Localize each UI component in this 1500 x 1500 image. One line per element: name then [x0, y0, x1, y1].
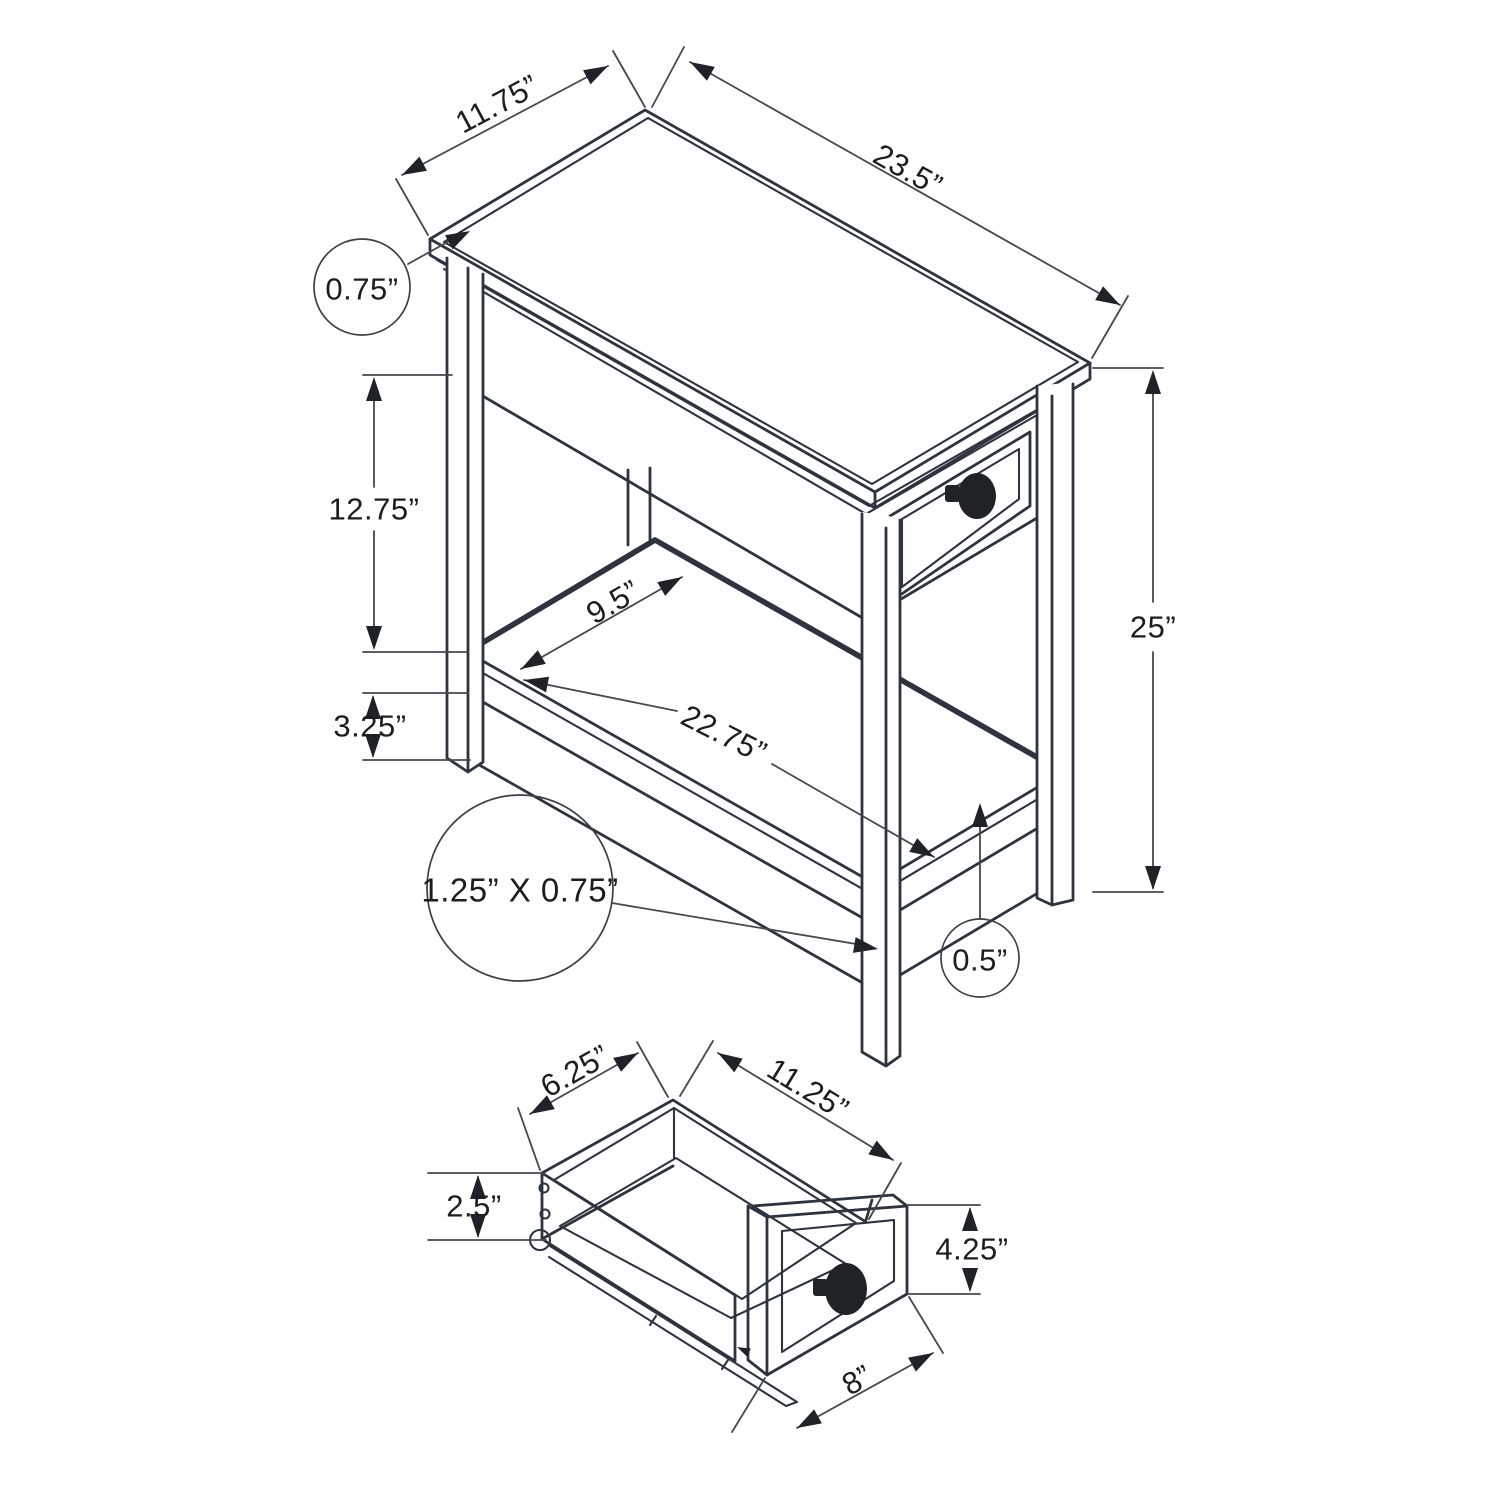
arrowhead-icon: [908, 1346, 937, 1372]
front-leg-fill: [862, 512, 900, 1066]
arrowhead-icon: [972, 803, 988, 827]
arrowhead-icon: [398, 156, 427, 183]
arrowhead-icon: [962, 1207, 978, 1231]
dim-overall-height: 25”: [1092, 367, 1176, 893]
table-top-bevel: [442, 116, 1080, 486]
arrowhead-icon: [517, 650, 546, 676]
dim-label-side-height: 2.5”: [446, 1189, 501, 1224]
drawer-knob-icon: [958, 473, 996, 519]
arrowhead-icon: [583, 58, 612, 85]
arrowhead-icon: [713, 1046, 743, 1073]
dim-shelf-depth: 9.5”: [517, 570, 686, 676]
arrowhead-icon: [657, 570, 686, 596]
arrowhead-icon: [868, 1140, 898, 1167]
arrowhead-icon: [686, 55, 715, 81]
panel-side-face: [746, 1204, 769, 1377]
dim-label-shelf-edge-height: 3.25”: [333, 709, 406, 744]
dim-label-leg-size: 1.25” X 0.75”: [421, 872, 618, 909]
dim-label-inside-depth: 6.25”: [535, 1038, 616, 1104]
arrowhead-icon: [962, 1268, 978, 1292]
dim-label-overall-height: 25”: [1130, 610, 1176, 645]
panel-inner-border: [780, 1218, 896, 1354]
shelf-rear-edges: [464, 537, 1066, 775]
dim-label-shelf-thickness: 0.5”: [952, 943, 1007, 978]
rail-lines: [547, 1244, 799, 1408]
drawer-knob-stem-icon: [813, 1279, 828, 1296]
table-legs: [445, 256, 1075, 1068]
arrowhead-icon: [1145, 866, 1161, 890]
dim-drawer-inside-depth: 6.25”: [517, 1038, 669, 1171]
drawer-front-inner: [900, 447, 1021, 589]
callout-circle: [426, 794, 614, 982]
drawer-interior: [558, 1106, 848, 1320]
callout-circle: [313, 238, 411, 336]
screw-hole-icon: [539, 1208, 551, 1220]
screw-hole-icon: [538, 1182, 550, 1194]
left-leg-fill: [447, 258, 483, 772]
dim-label-inside-length: 11.25”: [761, 1051, 855, 1127]
drawer-view: 6.25” 11.25” 2.5” 4.25” 8”: [427, 1038, 1008, 1435]
dim-drawer-inside-length: 11.25”: [679, 1040, 902, 1220]
drawer-front-left-face: [540, 1171, 737, 1363]
arrowhead-icon: [1095, 286, 1124, 312]
dim-drawer-side-height: 2.5”: [427, 1172, 547, 1241]
dim-label-shelf-length: 22.75”: [676, 698, 773, 770]
drawer-knob-icon: [825, 1263, 867, 1315]
dim-label-front-height: 4.25”: [935, 1232, 1008, 1267]
arrowhead-icon: [1145, 370, 1161, 394]
arrowhead-icon: [793, 1409, 822, 1435]
dim-apron-to-shelf: 12.75”: [329, 374, 469, 653]
arrowhead-icon: [522, 672, 550, 693]
panel-front-face: [765, 1204, 909, 1377]
front-leg: [860, 512, 902, 1068]
dim-drawer-front-height: 4.25”: [907, 1204, 1008, 1295]
side-table-view: 11.75” 23.5” 0.75” 12.75” 3.25”: [313, 46, 1176, 1068]
arrowhead-icon: [366, 626, 382, 650]
drawer-front-panel: [746, 1193, 909, 1377]
table-top-edge: [428, 237, 1092, 510]
right-leg-fill: [1037, 382, 1073, 905]
dim-top-thickness: 0.75”: [313, 223, 474, 336]
right-leg: [1035, 382, 1075, 907]
dim-label-apron-to-shelf: 12.75”: [329, 492, 420, 527]
table-shelf: [464, 537, 1066, 992]
dim-label-top-thickness: 0.75”: [325, 272, 398, 307]
dim-label-top-width: 23.5”: [868, 137, 949, 203]
table-rear-leg: [626, 466, 652, 547]
drawer-box: [538, 1098, 868, 1363]
table-top-face: [428, 108, 1092, 494]
dim-shelf-thickness: 0.5”: [940, 803, 1020, 998]
dim-leg-size: 1.25” X 0.75”: [421, 794, 880, 982]
drawer-knob-stem-icon: [945, 485, 960, 502]
dim-label-front-length: 8”: [836, 1358, 878, 1402]
dim-top-width: 23.5”: [651, 46, 1129, 359]
arrowhead-icon: [613, 1046, 642, 1072]
dim-shelf-edge-height: 3.25”: [333, 692, 471, 761]
drawer-rim-outer: [540, 1098, 868, 1224]
dim-label-top-depth: 11.75”: [450, 68, 545, 141]
table-top: [428, 108, 1092, 516]
arrowhead-icon: [366, 377, 382, 401]
left-leg: [445, 256, 485, 774]
